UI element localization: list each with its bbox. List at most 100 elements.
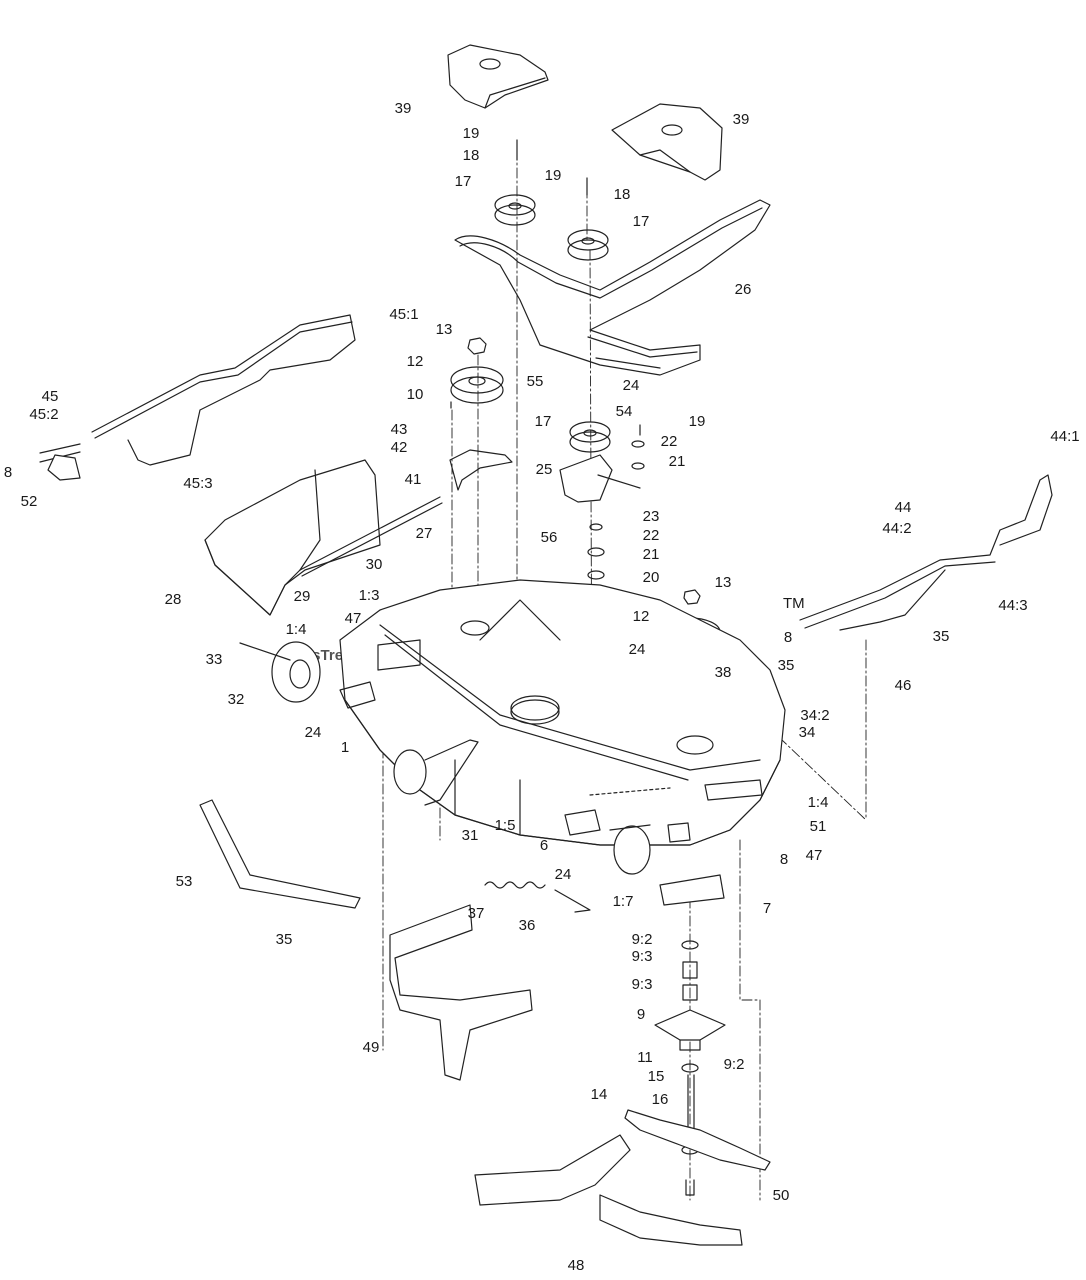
callout-label: 50 (773, 1187, 790, 1204)
callout-label: 27 (416, 525, 433, 542)
callout-label: 23 (643, 508, 660, 525)
callout-label: 21 (669, 453, 686, 470)
callout-label: 44:3 (998, 597, 1027, 614)
watermark-trademark: TM (783, 595, 805, 612)
callout-label: 31 (462, 827, 479, 844)
callout-label: 22 (643, 527, 660, 544)
callout-label: 9:3 (632, 948, 653, 965)
callout-label: 1:7 (613, 893, 634, 910)
callout-label: 36 (519, 917, 536, 934)
callout-label: 15 (648, 1068, 665, 1085)
callout-label: 41 (405, 471, 422, 488)
callout-label: 9 (637, 1006, 645, 1023)
spindle-pulley-12a (450, 366, 504, 404)
callout-label: 1:3 (359, 587, 380, 604)
callout-label: 42 (391, 439, 408, 456)
callout-label: 29 (294, 588, 311, 605)
callout-label: 14 (591, 1086, 608, 1103)
callout-label: 28 (165, 591, 182, 608)
callout-label: 45:1 (389, 306, 418, 323)
anti-scalp-roller-left (239, 641, 321, 703)
callout-label: 39 (395, 100, 412, 117)
drive-belt (454, 199, 771, 376)
callout-label: 35 (778, 657, 795, 674)
callout-label: 35 (933, 628, 950, 645)
callout-label: 35 (276, 931, 293, 948)
lift-arm-right (799, 474, 1053, 631)
callout-label: 1:4 (808, 794, 829, 811)
callout-label: 18 (614, 186, 631, 203)
callout-label: 17 (455, 173, 472, 190)
callout-label: 1:5 (495, 817, 516, 834)
callout-label: 54 (616, 403, 633, 420)
callout-label: 19 (689, 413, 706, 430)
belt-cover-left (447, 44, 549, 109)
callout-label: 10 (407, 386, 424, 403)
callout-label: 18 (463, 147, 480, 164)
callout-label: 1:4 (286, 621, 307, 638)
idler-bracket (559, 454, 641, 503)
callout-label: 20 (643, 569, 660, 586)
callout-label: 45:3 (183, 475, 212, 492)
callout-label: 44:1 (1050, 428, 1079, 445)
callout-label: 9:2 (632, 931, 653, 948)
callout-label: 37 (468, 905, 485, 922)
callout-label: 32 (228, 691, 245, 708)
callout-label: 24 (305, 724, 322, 741)
callout-label: 53 (176, 873, 193, 890)
baffle-plate (199, 799, 361, 909)
callout-label: 16 (652, 1091, 669, 1108)
callout-label: 21 (643, 546, 660, 563)
callout-label: 55 (527, 373, 544, 390)
callout-label: 26 (735, 281, 752, 298)
callout-label: 47 (806, 847, 823, 864)
deflector-rod (299, 496, 441, 571)
callout-label: 34:2 (800, 707, 829, 724)
callout-label: 17 (633, 213, 650, 230)
idler-pulley-17a (494, 194, 536, 226)
callout-label: 12 (407, 353, 424, 370)
callout-label: 25 (536, 461, 553, 478)
callout-label: 8 (784, 629, 792, 646)
callout-label: 17 (535, 413, 552, 430)
callout-label: 34 (799, 724, 816, 741)
callout-label: 33 (206, 651, 223, 668)
extension-spring (484, 881, 591, 913)
callout-label: 51 (810, 818, 827, 835)
callout-label: 9:2 (724, 1056, 745, 1073)
callout-label: 43 (391, 421, 408, 438)
idler-pulley-17c (569, 421, 611, 453)
baffle-48 (474, 1134, 743, 1246)
nut-13a (467, 337, 487, 355)
callout-label: 30 (366, 556, 383, 573)
callout-label: 7 (763, 900, 771, 917)
callout-label: 19 (545, 167, 562, 184)
spindle-shield (659, 874, 725, 906)
callout-label: 39 (733, 111, 750, 128)
callout-label: 45:2 (29, 406, 58, 423)
callout-label: 38 (715, 664, 732, 681)
callout-label: 11 (637, 1049, 653, 1066)
anti-scalp-roller-front-left (393, 739, 479, 806)
callout-label: 46 (895, 677, 912, 694)
callout-label: 13 (436, 321, 453, 338)
baffle-49 (389, 904, 533, 1081)
idler-pulley-17b (567, 229, 609, 261)
callout-label: 49 (363, 1039, 380, 1056)
callout-label: 24 (629, 641, 646, 658)
callout-label: 9:3 (632, 976, 653, 993)
callout-label: 52 (21, 493, 38, 510)
anti-scalp-roller-front-right (609, 824, 651, 875)
callout-label: 44:2 (882, 520, 911, 537)
callout-label: 45 (42, 388, 59, 405)
discharge-deflector (204, 459, 381, 616)
callout-label: 44 (895, 499, 912, 516)
callout-label: 48 (568, 1257, 585, 1274)
callout-label: 24 (555, 866, 572, 883)
callout-label: 12 (633, 608, 650, 625)
lift-arm-left (39, 314, 356, 481)
callout-label: 13 (715, 574, 732, 591)
callout-label: 47 (345, 610, 362, 627)
